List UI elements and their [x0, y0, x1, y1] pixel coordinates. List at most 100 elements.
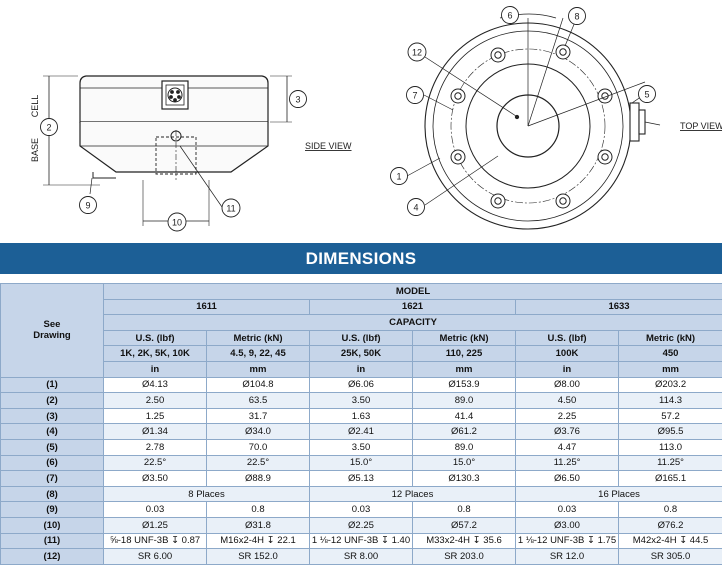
unit-cell: in	[516, 361, 619, 377]
table-cell: Ø1.25	[104, 517, 207, 533]
unit-header: Metric (kN)	[619, 330, 722, 346]
table-cell: 8 Places	[104, 486, 310, 502]
table-cell: SR 305.0	[619, 549, 722, 565]
table-cell: Ø3.50	[104, 471, 207, 487]
svg-text:2: 2	[46, 123, 51, 133]
unit-header: U.S. (lbf)	[310, 330, 413, 346]
callout-4: 4	[408, 199, 425, 216]
table-cell: Ø1.34	[104, 424, 207, 440]
table-cell: M42x2-4H ↧ 44.5	[619, 533, 722, 549]
callout-7: 7	[407, 87, 424, 104]
table-cell: Ø31.8	[207, 517, 310, 533]
table-cell: 2.25	[516, 408, 619, 424]
table-cell: 3.50	[310, 439, 413, 455]
table-cell: 22.5°	[207, 455, 310, 471]
table-row: (5) 2.78 70.0 3.50 89.0 4.47 113.0	[1, 439, 722, 455]
model-header: MODEL	[104, 284, 722, 300]
callout-11: 11	[222, 199, 240, 217]
table-cell: 89.0	[413, 439, 516, 455]
table-cell: 41.4	[413, 408, 516, 424]
svg-text:1: 1	[396, 172, 401, 182]
unit-header: Metric (kN)	[413, 330, 516, 346]
table-cell: 11.25°	[619, 455, 722, 471]
svg-text:9: 9	[85, 201, 90, 211]
table-cell: 4.47	[516, 439, 619, 455]
table-cell: Ø88.9	[207, 471, 310, 487]
table-cell: 0.03	[104, 502, 207, 518]
table-cell: 15.0°	[310, 455, 413, 471]
row-label: (7)	[1, 471, 104, 487]
table-cell: 0.8	[413, 502, 516, 518]
table-cell: 2.50	[104, 393, 207, 409]
table-cell: Ø165.1	[619, 471, 722, 487]
table-cell: Ø5.13	[310, 471, 413, 487]
table-cell: SR 152.0	[207, 549, 310, 565]
table-cell: Ø4.13	[104, 377, 207, 393]
svg-text:5: 5	[644, 90, 649, 100]
table-cell: SR 203.0	[413, 549, 516, 565]
table-cell: 2.78	[104, 439, 207, 455]
unit-cell: in	[104, 361, 207, 377]
capacity-value: 100K	[516, 346, 619, 362]
table-row: (1) Ø4.13 Ø104.8 Ø6.06 Ø153.9 Ø8.00 Ø203…	[1, 377, 722, 393]
model-1621: 1621	[310, 299, 516, 315]
svg-text:11: 11	[226, 204, 235, 214]
capacity-value: 110, 225	[413, 346, 516, 362]
table-cell: 1.25	[104, 408, 207, 424]
row-label: (5)	[1, 439, 104, 455]
table-cell: Ø34.0	[207, 424, 310, 440]
callout-2: 2	[41, 119, 58, 136]
table-cell: Ø104.8	[207, 377, 310, 393]
table-cell: 15.0°	[413, 455, 516, 471]
row-label: (3)	[1, 408, 104, 424]
unit-header: U.S. (lbf)	[104, 330, 207, 346]
table-cell: 1 ⅛-12 UNF-3B ↧ 1.40	[310, 533, 413, 549]
callout-1: 1	[391, 168, 408, 185]
table-cell: 1.63	[310, 408, 413, 424]
callout-12: 12	[408, 43, 426, 61]
callout-8: 8	[569, 8, 586, 25]
table-cell: Ø2.25	[310, 517, 413, 533]
table-cell: Ø61.2	[413, 424, 516, 440]
table-cell: SR 8.00	[310, 549, 413, 565]
table-row: (9) 0.03 0.8 0.03 0.8 0.03 0.8	[1, 502, 722, 518]
table-cell: Ø57.2	[413, 517, 516, 533]
unit-cell: in	[310, 361, 413, 377]
row-label: (6)	[1, 455, 104, 471]
table-cell: 0.03	[516, 502, 619, 518]
table-cell: Ø3.76	[516, 424, 619, 440]
table-cell: 70.0	[207, 439, 310, 455]
model-1611: 1611	[104, 299, 310, 315]
capacity-value: 25K, 50K	[310, 346, 413, 362]
table-cell: Ø76.2	[619, 517, 722, 533]
table-cell: Ø8.00	[516, 377, 619, 393]
table-cell: 0.03	[310, 502, 413, 518]
svg-text:4: 4	[413, 203, 418, 213]
table-cell: 0.8	[619, 502, 722, 518]
table-row: (6) 22.5° 22.5° 15.0° 15.0° 11.25° 11.25…	[1, 455, 722, 471]
cell-label: CELL	[30, 95, 40, 118]
svg-text:7: 7	[412, 91, 417, 101]
table-cell: SR 6.00	[104, 549, 207, 565]
callout-5: 5	[639, 86, 656, 103]
table-row: (7) Ø3.50 Ø88.9 Ø5.13 Ø130.3 Ø6.50 Ø165.…	[1, 471, 722, 487]
table-row: (8) 8 Places 12 Places 16 Places	[1, 486, 722, 502]
table-cell: 63.5	[207, 393, 310, 409]
table-cell: 57.2	[619, 408, 722, 424]
table-cell: 31.7	[207, 408, 310, 424]
technical-drawing: CELL BASE SIDE VIEW	[0, 0, 722, 242]
table-cell: Ø153.9	[413, 377, 516, 393]
capacity-value: 4.5, 9, 22, 45	[207, 346, 310, 362]
table-row: (2) 2.50 63.5 3.50 89.0 4.50 114.3	[1, 393, 722, 409]
table-cell: 3.50	[310, 393, 413, 409]
callout-3: 3	[290, 91, 307, 108]
row-label: (10)	[1, 517, 104, 533]
table-row: (12) SR 6.00 SR 152.0 SR 8.00 SR 203.0 S…	[1, 549, 722, 565]
table-cell: Ø2.41	[310, 424, 413, 440]
row-label: (1)	[1, 377, 104, 393]
capacity-value: 1K, 2K, 5K, 10K	[104, 346, 207, 362]
unit-cell: mm	[413, 361, 516, 377]
table-cell: Ø6.06	[310, 377, 413, 393]
units-row: in mm in mm in mm	[1, 361, 722, 377]
base-label: BASE	[30, 138, 40, 162]
